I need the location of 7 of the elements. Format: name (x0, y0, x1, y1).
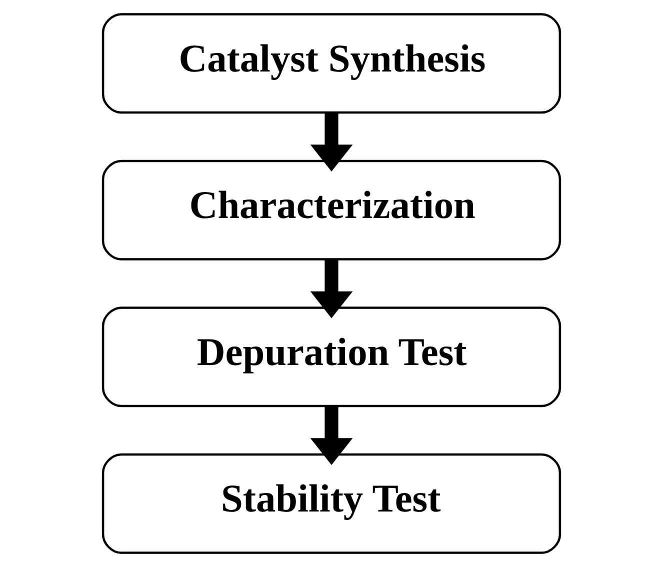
node-box: Stability Test (101, 453, 561, 554)
arrow (310, 260, 352, 318)
arrow (310, 112, 352, 172)
node-box: Catalyst Synthesis (101, 13, 561, 114)
arrow (310, 406, 352, 465)
node-box: Characterization (101, 160, 561, 260)
node-box: Depuration Test (101, 306, 561, 408)
